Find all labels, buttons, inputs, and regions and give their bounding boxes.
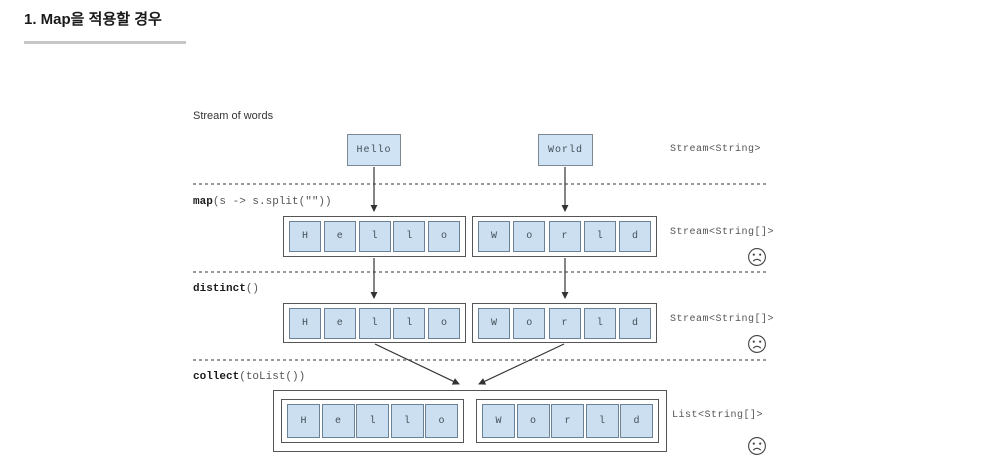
letter-cell: o	[513, 221, 546, 252]
sad-face-icon	[748, 437, 766, 455]
letter-array-hello-row1: H e l l o	[283, 216, 466, 257]
page-title: 1. Map을 적용할 경우	[24, 11, 162, 28]
letter-cell: o	[516, 404, 550, 438]
letter-cell: o	[428, 307, 460, 339]
letter-array-hello-row2: H e l l o	[283, 303, 466, 343]
letter-cell: l	[583, 221, 616, 252]
op-collect-args: (toList())	[239, 371, 306, 383]
letter-cell: o	[513, 307, 546, 339]
op-collect-keyword: collect	[193, 371, 240, 383]
word-box-world: World	[538, 134, 593, 166]
letter-array-world-row2: W o r l d	[472, 303, 657, 343]
letter-cell: d	[619, 307, 651, 339]
letter-array-world-row1: W o r l d	[472, 216, 657, 257]
letter-cell: l	[358, 221, 391, 252]
sad-face-icon	[748, 248, 766, 266]
letter-cell: H	[289, 307, 321, 339]
letter-cell: r	[551, 404, 584, 438]
letter-cell: e	[321, 404, 355, 438]
letter-cell: o	[425, 404, 458, 438]
title-underline	[24, 41, 186, 44]
type-label-list-string-array: List<String[]>	[672, 410, 764, 421]
stream-of-words-label: Stream of words	[193, 110, 274, 122]
letter-cell: e	[323, 307, 356, 339]
letter-cell: W	[478, 307, 510, 339]
collected-list-box: H e l l o W o r l d	[273, 390, 667, 452]
op-distinct-args: ()	[245, 283, 260, 295]
stage-divider	[193, 183, 768, 185]
letter-cell: l	[393, 221, 426, 252]
type-label-stream-string-array-2: Stream<String[]>	[670, 314, 775, 325]
op-map-args: (s -> s.split(""))	[212, 196, 332, 208]
op-label-map: map(s -> s.split(""))	[193, 196, 332, 208]
letter-cell: l	[393, 307, 426, 339]
letter-cell: o	[428, 221, 460, 252]
stage-divider	[193, 359, 768, 361]
letter-cell: l	[390, 404, 424, 438]
type-label-stream-string: Stream<String>	[670, 144, 762, 155]
letter-cell: d	[620, 404, 653, 438]
type-label-stream-string-array-1: Stream<String[]>	[670, 227, 775, 238]
letter-cell: W	[478, 221, 510, 252]
op-distinct-keyword: distinct	[193, 283, 246, 295]
word-box-hello: Hello	[347, 134, 401, 166]
letter-cell: l	[358, 307, 391, 339]
letter-cell: d	[619, 221, 651, 252]
letter-cell: H	[287, 404, 320, 438]
letter-cell: e	[323, 221, 356, 252]
letter-cell: r	[548, 307, 581, 339]
letter-array-hello-row3: H e l l o	[281, 399, 464, 443]
stage-divider	[193, 271, 768, 273]
letter-cell: H	[289, 221, 321, 252]
letter-cell: r	[548, 221, 581, 252]
letter-cell: l	[585, 404, 619, 438]
op-label-collect: collect(toList())	[193, 371, 305, 383]
sad-face-icon	[748, 335, 766, 353]
letter-cell: l	[356, 404, 389, 438]
op-label-distinct: distinct()	[193, 283, 259, 295]
letter-array-world-row3: W o r l d	[476, 399, 659, 443]
op-map-keyword: map	[193, 196, 213, 208]
letter-cell: l	[583, 307, 616, 339]
letter-cell: W	[482, 404, 515, 438]
